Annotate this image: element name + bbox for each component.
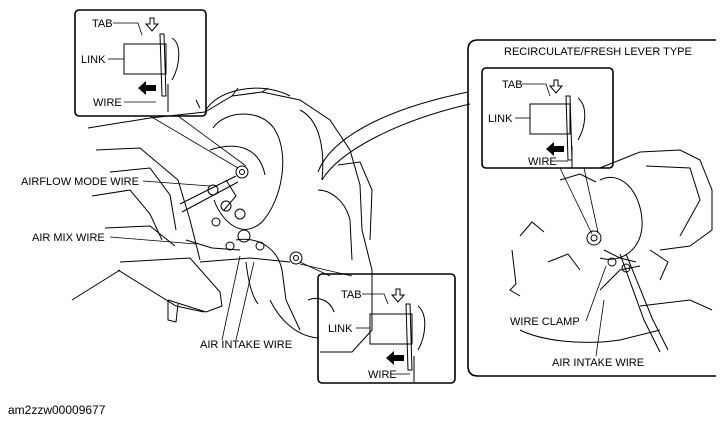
air-mix-wire-label: AIR MIX WIRE	[32, 232, 105, 244]
wire-clamp-label: WIRE CLAMP	[510, 316, 580, 328]
callout-top-link-label: LINK	[81, 54, 106, 66]
callout-top-tab-label: TAB	[92, 18, 113, 30]
lever-type-title: RECIRCULATE/FRESH LEVER TYPE	[504, 46, 692, 58]
callout-bottom-wire-label: WIRE	[368, 369, 397, 381]
lever-type-inset: RECIRCULATE/FRESH LEVER TYPE TAB LINK	[317, 39, 716, 377]
callout-bottom-link-label: LINK	[328, 323, 353, 335]
callout-top-wire-label: WIRE	[93, 97, 122, 109]
heater-unit-drawing	[71, 87, 373, 353]
air-intake-wire-label: AIR INTAKE WIRE	[200, 339, 292, 351]
callout-box-bottom: TAB LINK WIRE	[299, 261, 456, 384]
inset-link-label: LINK	[488, 113, 513, 125]
callout-bottom-tab-label: TAB	[341, 289, 362, 301]
airflow-mode-wire-label: AIRFLOW MODE WIRE	[21, 176, 139, 188]
callout-box-top: TAB LINK WIRE	[74, 9, 247, 169]
inset-air-intake-wire-label: AIR INTAKE WIRE	[552, 357, 644, 369]
inset-wire-label: WIRE	[528, 156, 557, 168]
inset-tab-label: TAB	[502, 79, 523, 91]
figure-caption: am2zzw00009677	[8, 403, 106, 417]
main-labels: AIRFLOW MODE WIRE AIR MIX WIRE AIR INTAK…	[21, 176, 292, 351]
